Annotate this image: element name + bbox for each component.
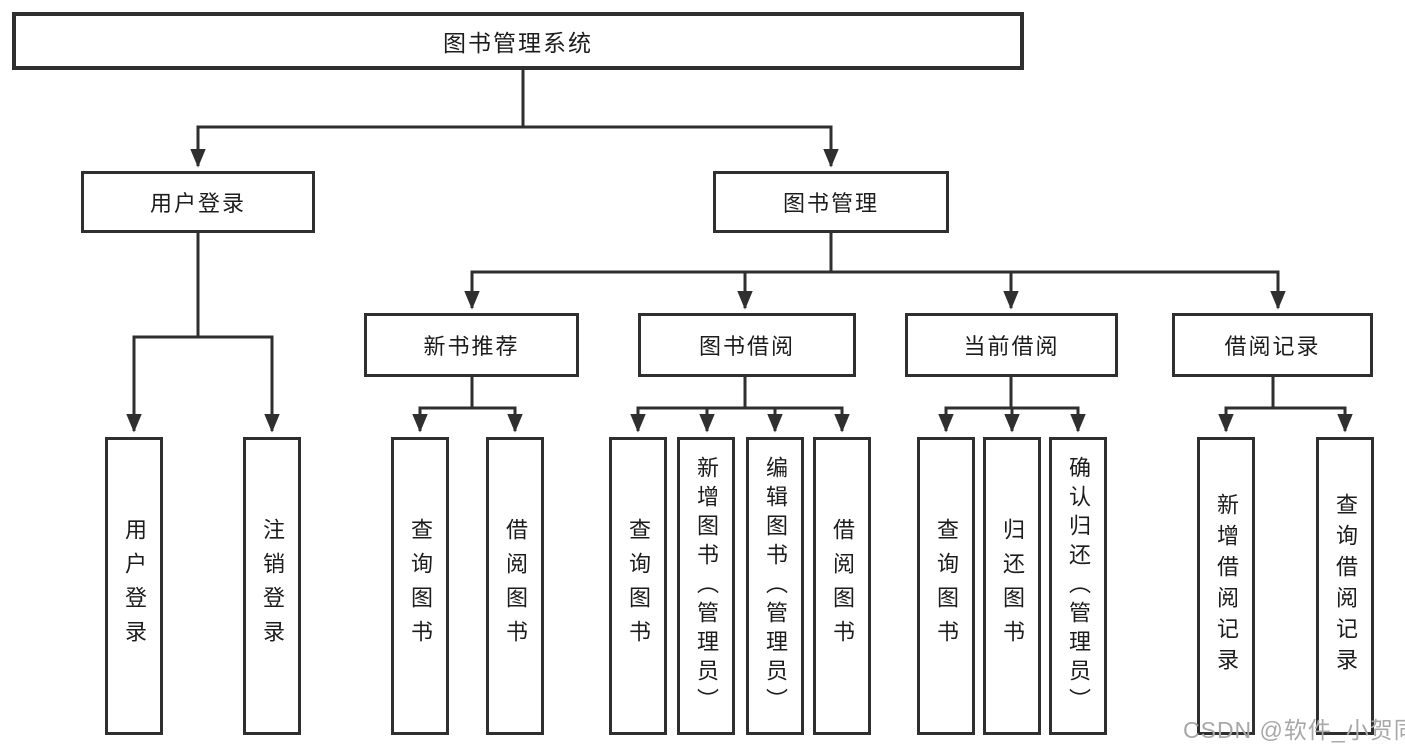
node-label: 借阅记录 [1224, 334, 1321, 359]
connector-current-borrow-to-children [938, 377, 1086, 433]
csdn-watermark: CSDN @软件_小贺同学 [1183, 717, 1405, 743]
node-label: 图书借阅 [698, 334, 795, 359]
leaf-label: 查询图书 [408, 518, 433, 654]
node-label: 新书推荐 [423, 334, 520, 359]
node-borrow-records: 借阅记录 [1172, 313, 1373, 377]
leaf-label: 确认归还（管理员） [1066, 455, 1091, 717]
connector-user-login-to-children [126, 233, 280, 433]
node-label: 当前借阅 [963, 334, 1060, 359]
leaf-label: 编辑图书（管理员） [763, 455, 788, 717]
node-user-login: 用户登录 [81, 171, 315, 233]
leaf-label: 查询借阅记录 [1333, 493, 1358, 679]
leaf-confirm-return-admin: 确认归还（管理员） [1049, 437, 1107, 735]
connector-root-to-level2 [190, 70, 839, 168]
node-label: 图书管理系统 [443, 30, 593, 56]
leaf-borrow-books-recommend: 借阅图书 [486, 437, 544, 735]
node-book-borrow: 图书借阅 [638, 313, 856, 377]
node-new-book-recommend: 新书推荐 [364, 313, 579, 377]
node-label: 用户登录 [149, 191, 246, 216]
node-label: 图书管理 [782, 191, 879, 216]
leaf-query-books-current: 查询图书 [917, 437, 975, 735]
leaf-borrow-books: 借阅图书 [813, 437, 871, 735]
connector-new-book-recommend-to-children [412, 377, 523, 433]
leaf-query-borrow-record: 查询借阅记录 [1316, 437, 1374, 735]
leaf-query-books-recommend: 查询图书 [391, 437, 449, 735]
connector-book-management-to-level3 [464, 233, 1286, 310]
leaf-logout: 注销登录 [243, 437, 301, 735]
connector-borrow-records-to-children [1218, 377, 1353, 433]
leaf-label: 借阅图书 [503, 518, 528, 654]
connector-book-borrow-to-children [630, 377, 850, 433]
leaf-edit-books-admin: 编辑图书（管理员） [746, 437, 804, 735]
leaf-label: 注销登录 [260, 518, 285, 654]
leaf-label: 归还图书 [1000, 518, 1025, 654]
leaf-label: 用户登录 [122, 518, 147, 654]
leaf-label: 借阅图书 [830, 518, 855, 654]
node-library-management-system: 图书管理系统 [12, 12, 1024, 70]
leaf-label: 新增图书（管理员） [694, 455, 719, 717]
node-current-borrow: 当前借阅 [905, 313, 1118, 377]
leaf-add-books-admin: 新增图书（管理员） [677, 437, 735, 735]
leaf-label: 查询图书 [934, 518, 959, 654]
leaf-label: 新增借阅记录 [1214, 493, 1239, 679]
leaf-add-borrow-record: 新增借阅记录 [1197, 437, 1255, 735]
leaf-query-books-borrow: 查询图书 [609, 437, 667, 735]
leaf-return-books: 归还图书 [983, 437, 1041, 735]
node-book-management: 图书管理 [713, 171, 949, 233]
leaf-label: 查询图书 [626, 518, 651, 654]
leaf-user-login: 用户登录 [105, 437, 163, 735]
